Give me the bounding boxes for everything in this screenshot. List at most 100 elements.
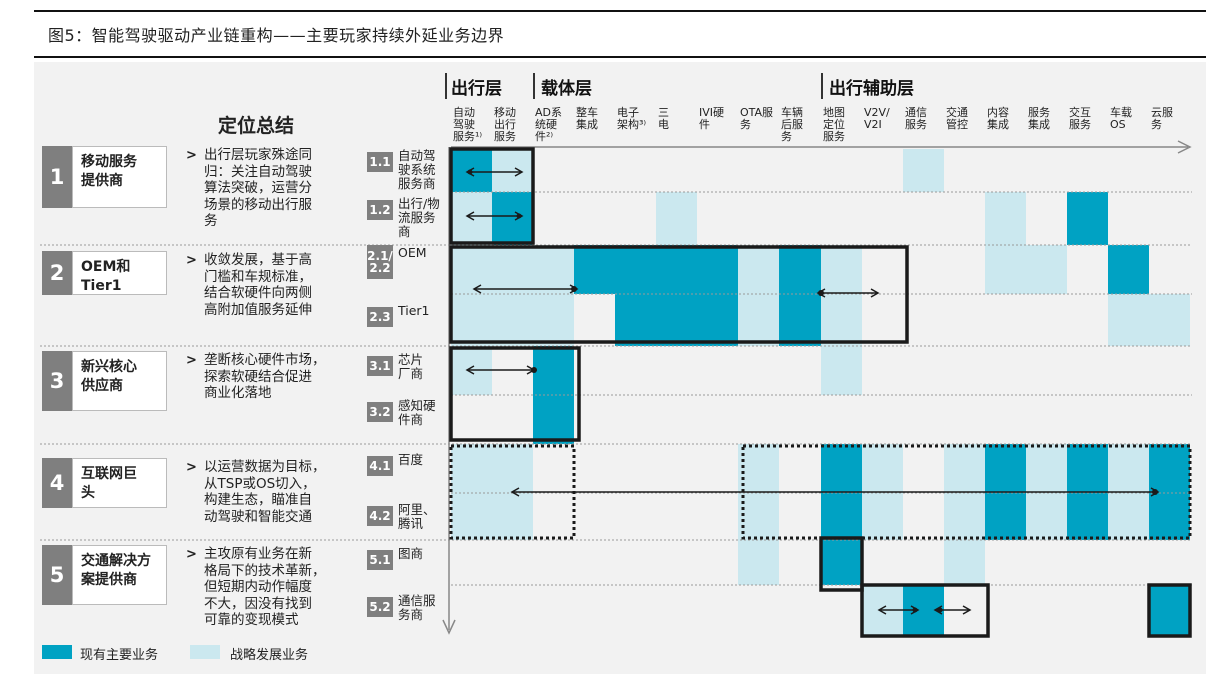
layer-travel: 出行层 [451, 79, 502, 99]
player-range-box [1147, 583, 1192, 638]
range-arrowhead [910, 605, 920, 615]
matrix-cell [533, 395, 574, 444]
range-arrowhead [472, 284, 482, 294]
summary-title: 定位总结 [218, 115, 295, 137]
subrow-number: 1.2 [367, 200, 393, 220]
matrix-cell [615, 294, 656, 346]
range-dot [571, 286, 577, 292]
group-name: 新兴核心 供应商 [72, 351, 167, 411]
player-range-box [449, 346, 581, 442]
matrix-cell [985, 444, 1026, 493]
matrix-cell [533, 346, 574, 395]
bullet-caret: > [186, 253, 197, 268]
matrix-cell [574, 245, 615, 294]
subrow-label: 图商 [398, 546, 424, 561]
matrix-cell [779, 294, 821, 346]
column-header: 车辆 后服 务 [781, 106, 803, 143]
legend-label-light: 战略发展业务 [230, 648, 309, 663]
column-header: V2V/ V2I [864, 106, 890, 131]
matrix-cell [1108, 245, 1149, 294]
bullet-caret: > [186, 353, 197, 368]
column-header: OTA服 务 [740, 106, 774, 131]
column-header: 内容 集成 [987, 106, 1009, 131]
matrix-cell [451, 294, 492, 346]
range-dot [1152, 489, 1158, 495]
matrix-cell [492, 444, 533, 493]
figure-title: 图5：智能驾驶驱动产业链重构——主要玩家持续外延业务边界 [48, 26, 505, 45]
matrix-cell [738, 493, 779, 540]
matrix-cell [738, 245, 779, 294]
matrix-cell [985, 245, 1026, 294]
column-header: 三 电 [658, 106, 669, 131]
layer-carrier: 载体层 [541, 79, 592, 99]
group-name: OEM和Tier1 [72, 251, 167, 295]
matrix-cell [615, 245, 656, 294]
bullet-caret: > [186, 547, 197, 562]
matrix-cell [1067, 493, 1108, 540]
matrix-cell [492, 245, 533, 294]
subrow-label: 感知硬 件商 [398, 398, 436, 427]
range-dot [912, 607, 918, 613]
range-dot [818, 290, 824, 296]
group-description: 主攻原有业务在新 格局下的技术革新， 但短期内动作幅度 不大，因没有找到 可靠的… [204, 546, 326, 628]
y-axis-arrow [442, 619, 456, 635]
matrix-cell [821, 294, 862, 346]
matrix-cell [533, 245, 574, 294]
matrix-cell [1149, 294, 1190, 346]
matrix-cell [821, 346, 862, 395]
subrow-label: 芯片 厂商 [398, 352, 424, 381]
matrix-cell [821, 444, 862, 493]
x-axis-arrow [1177, 140, 1192, 154]
matrix-cell [451, 245, 492, 294]
group-number: 1 [42, 146, 72, 208]
legend-swatch-primary [42, 645, 72, 659]
matrix-cell [492, 192, 533, 245]
range-arrowhead [962, 605, 972, 615]
matrix-cell [1067, 444, 1108, 493]
matrix-cell [821, 493, 862, 540]
matrix-cell [1149, 444, 1190, 493]
bullet-caret: > [186, 460, 197, 475]
range-arrowhead [514, 211, 524, 221]
matrix-cell [944, 540, 985, 585]
subrow-label: 阿里、 腾讯 [398, 502, 436, 531]
range-arrowhead [870, 288, 880, 298]
matrix-cell [451, 493, 492, 540]
matrix-cell [944, 493, 985, 540]
bullet-caret: > [186, 148, 197, 163]
range-arrowhead [877, 605, 887, 615]
player-range-box [860, 583, 990, 638]
matrix-cell [492, 493, 533, 540]
matrix-cell [862, 493, 903, 540]
matrix-cell [903, 149, 944, 192]
group-description: 收敛发展，基于高 门槛和车规标准， 结合软硬件向两侧 高附加值服务延伸 [204, 252, 312, 318]
layer-separator [445, 73, 447, 99]
subrow-label: 自动驾 驶系统 服务商 [398, 148, 436, 191]
matrix-cell [1149, 585, 1190, 636]
group-number: 4 [42, 458, 72, 508]
column-header: AD系 统硬 件²⁾ [535, 106, 562, 143]
matrix-cell [492, 149, 533, 192]
player-range-box [449, 147, 535, 245]
group-name: 移动服务 提供商 [72, 146, 167, 208]
column-header: IVI硬 件 [699, 106, 725, 131]
player-range-box [819, 536, 864, 592]
layer-separator [821, 73, 823, 99]
matrix-cell [779, 245, 821, 294]
column-header: 自动 驾驶 服务¹⁾ [453, 106, 483, 143]
subrow-number: 4.2 [367, 506, 393, 526]
matrix-cell [1108, 294, 1149, 346]
subrow-label: 出行/物 流服务 商 [398, 196, 440, 239]
subrow-number: 1.1 [367, 152, 393, 172]
legend-swatch-light [190, 645, 220, 659]
subrow-number: 4.1 [367, 456, 393, 476]
matrix-cell [1149, 493, 1190, 540]
matrix-cell [862, 444, 903, 493]
group-name: 互联网巨 头 [72, 458, 167, 508]
subrow-label: 通信服 务商 [398, 593, 436, 622]
matrix-cell [821, 245, 862, 294]
matrix-cell [1026, 245, 1067, 294]
matrix-cell [821, 540, 862, 585]
matrix-cell [738, 294, 779, 346]
